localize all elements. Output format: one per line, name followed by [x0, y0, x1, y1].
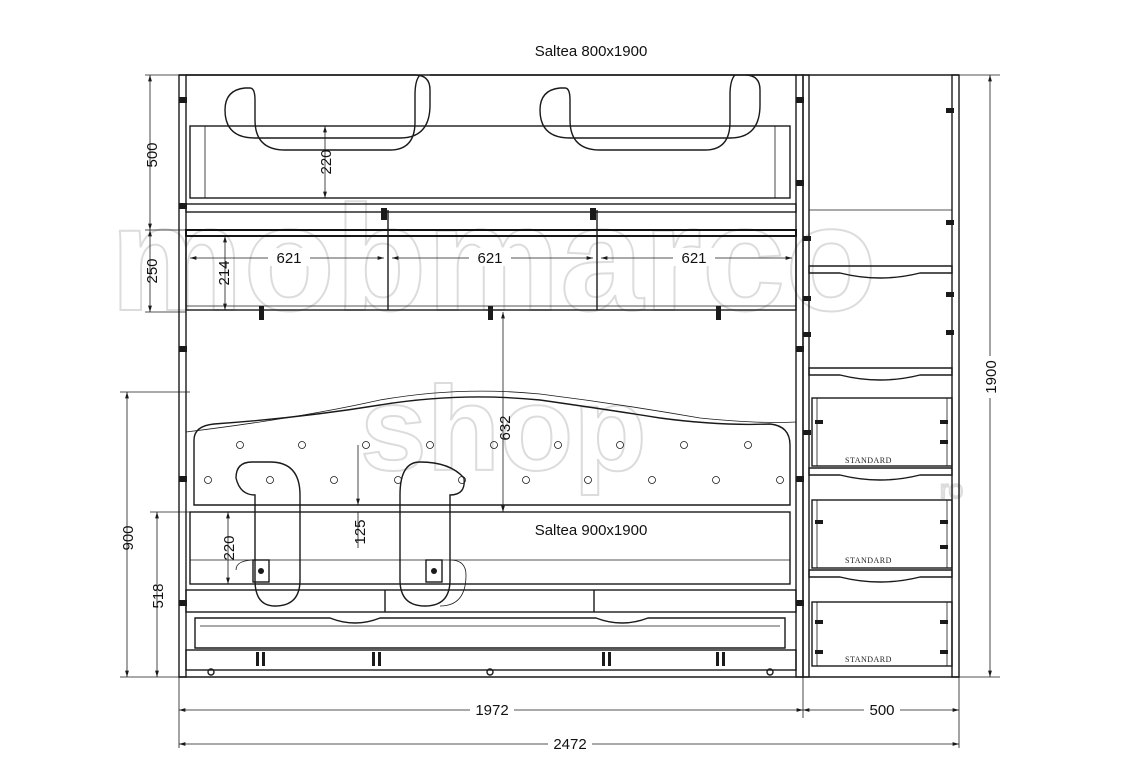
drawer-3-brand: STANDARD [845, 655, 892, 664]
stair-step-2 [808, 367, 953, 381]
stair-step-1 [808, 265, 953, 279]
stair-cabinet: STANDARD STANDARD STANDARD [802, 74, 960, 678]
dim-top-220: 220 [318, 149, 335, 174]
drawer-1-brand: STANDARD [845, 456, 892, 465]
top-mattress-label: Saltea 800x1900 [535, 43, 648, 60]
top-mattress [189, 125, 791, 199]
trundle-drawer [194, 617, 786, 649]
dim-left-250: 250 [144, 258, 161, 283]
dim-width-1972: 1972 [475, 702, 508, 719]
stair-drawer-3 [811, 601, 953, 667]
lower-rail-right [399, 461, 465, 607]
dim-shelf-621-2: 621 [477, 250, 502, 267]
dim-left-900: 900 [120, 525, 137, 550]
dim-inner-214: 214 [216, 260, 233, 285]
bottom-mattress [189, 511, 791, 585]
dimensions: 500 250 214 220 621 621 621 632 125 220 [120, 74, 1000, 753]
upper-rail-left [186, 74, 431, 151]
lower-headboard [193, 396, 791, 506]
left-post [178, 74, 187, 678]
dim-shelf-621-1: 621 [276, 250, 301, 267]
lower-base [185, 589, 797, 613]
dim-shelf-621-3: 621 [681, 250, 706, 267]
stair-drawer-1 [811, 397, 953, 467]
lower-rail-left [235, 461, 301, 607]
dim-bottom-220: 220 [221, 535, 238, 560]
dim-gap-125: 125 [352, 519, 369, 544]
watermark: mobmarco shop ro [109, 173, 964, 505]
dim-left-500: 500 [144, 142, 161, 167]
drawer-2-brand: STANDARD [845, 556, 892, 565]
dim-width-500: 500 [869, 702, 894, 719]
dim-gap-632: 632 [497, 415, 514, 440]
right-post [795, 74, 804, 678]
dim-right-1900: 1900 [983, 360, 1000, 393]
bed-frame [178, 74, 804, 678]
headboard-holes [204, 441, 784, 484]
trundle-base [185, 649, 797, 671]
dim-width-2472: 2472 [553, 736, 586, 753]
stair-drawer-2 [811, 499, 953, 569]
upper-rail-right [430, 74, 796, 151]
bottom-mattress-label: Saltea 900x1900 [535, 522, 648, 539]
dim-left-518: 518 [150, 583, 167, 608]
